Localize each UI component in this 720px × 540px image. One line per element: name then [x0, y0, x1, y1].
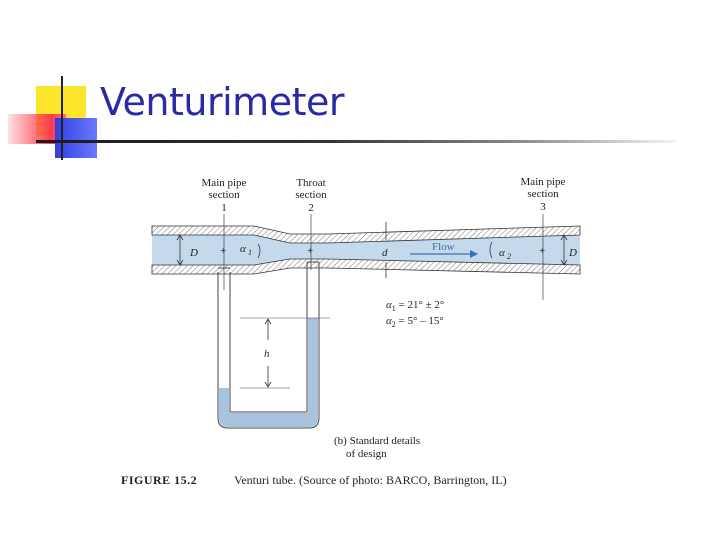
dimension-h: h — [240, 317, 330, 389]
svg-text:section: section — [295, 189, 327, 201]
crosshair-3: + — [539, 245, 545, 257]
pipe-wall-top — [151, 225, 581, 244]
svg-text:Flow: Flow — [432, 241, 455, 253]
svg-text:of design: of design — [346, 448, 387, 460]
svg-text:h: h — [264, 348, 270, 360]
svg-text:section: section — [527, 188, 559, 200]
pipe-wall-bottom — [151, 258, 581, 275]
title-underline — [36, 140, 676, 143]
figure-number: FIGURE 15.2 — [121, 473, 198, 487]
crosshair-1: + — [220, 245, 226, 257]
subcaption: (b) Standard details of design — [334, 435, 420, 460]
manometer-u-tube — [217, 261, 320, 429]
dimension-D-right: D — [560, 234, 577, 266]
svg-text:α1 = 21° ± 2°: α1 = 21° ± 2° — [386, 299, 444, 313]
svg-text:3: 3 — [540, 201, 546, 213]
svg-text:α: α — [240, 243, 246, 255]
svg-text:1: 1 — [248, 248, 252, 257]
dimension-D-left: D — [176, 234, 198, 266]
figure-caption: Venturi tube. (Source of photo: BARCO, B… — [234, 473, 507, 487]
flow-arrow: Flow — [410, 241, 478, 258]
svg-text:2: 2 — [507, 252, 511, 261]
angle-alpha2-label: α 2 — [489, 241, 511, 261]
svg-text:(b) Standard details: (b) Standard details — [334, 435, 420, 447]
label-throat-section-2: Throat section 2 — [295, 177, 327, 214]
svg-text:Main pipe: Main pipe — [521, 176, 566, 188]
crosshair-2: + — [307, 245, 313, 257]
pipe-fluid — [152, 235, 580, 265]
angle-specs: α1 = 21° ± 2° α2 = 5° – 15° — [386, 299, 444, 329]
label-main-pipe-section-1: Main pipe section 1 — [202, 177, 247, 214]
svg-text:2: 2 — [308, 202, 314, 214]
svg-text:Throat: Throat — [296, 177, 325, 189]
slide-title: Venturimeter — [100, 80, 344, 124]
svg-text:D: D — [189, 247, 198, 259]
angle-alpha1-label: α 1 — [240, 243, 261, 259]
svg-text:α2 = 5° – 15°: α2 = 5° – 15° — [386, 315, 444, 329]
svg-text:Main pipe: Main pipe — [202, 177, 247, 189]
decor-vertical-line — [61, 76, 63, 160]
svg-text:D: D — [568, 247, 577, 259]
svg-text:d: d — [382, 247, 388, 259]
dimension-d-throat: d — [382, 222, 388, 278]
svg-text:1: 1 — [221, 202, 227, 214]
svg-text:section: section — [208, 189, 240, 201]
svg-text:α: α — [499, 247, 505, 259]
label-main-pipe-section-3: Main pipe section 3 — [521, 176, 566, 213]
